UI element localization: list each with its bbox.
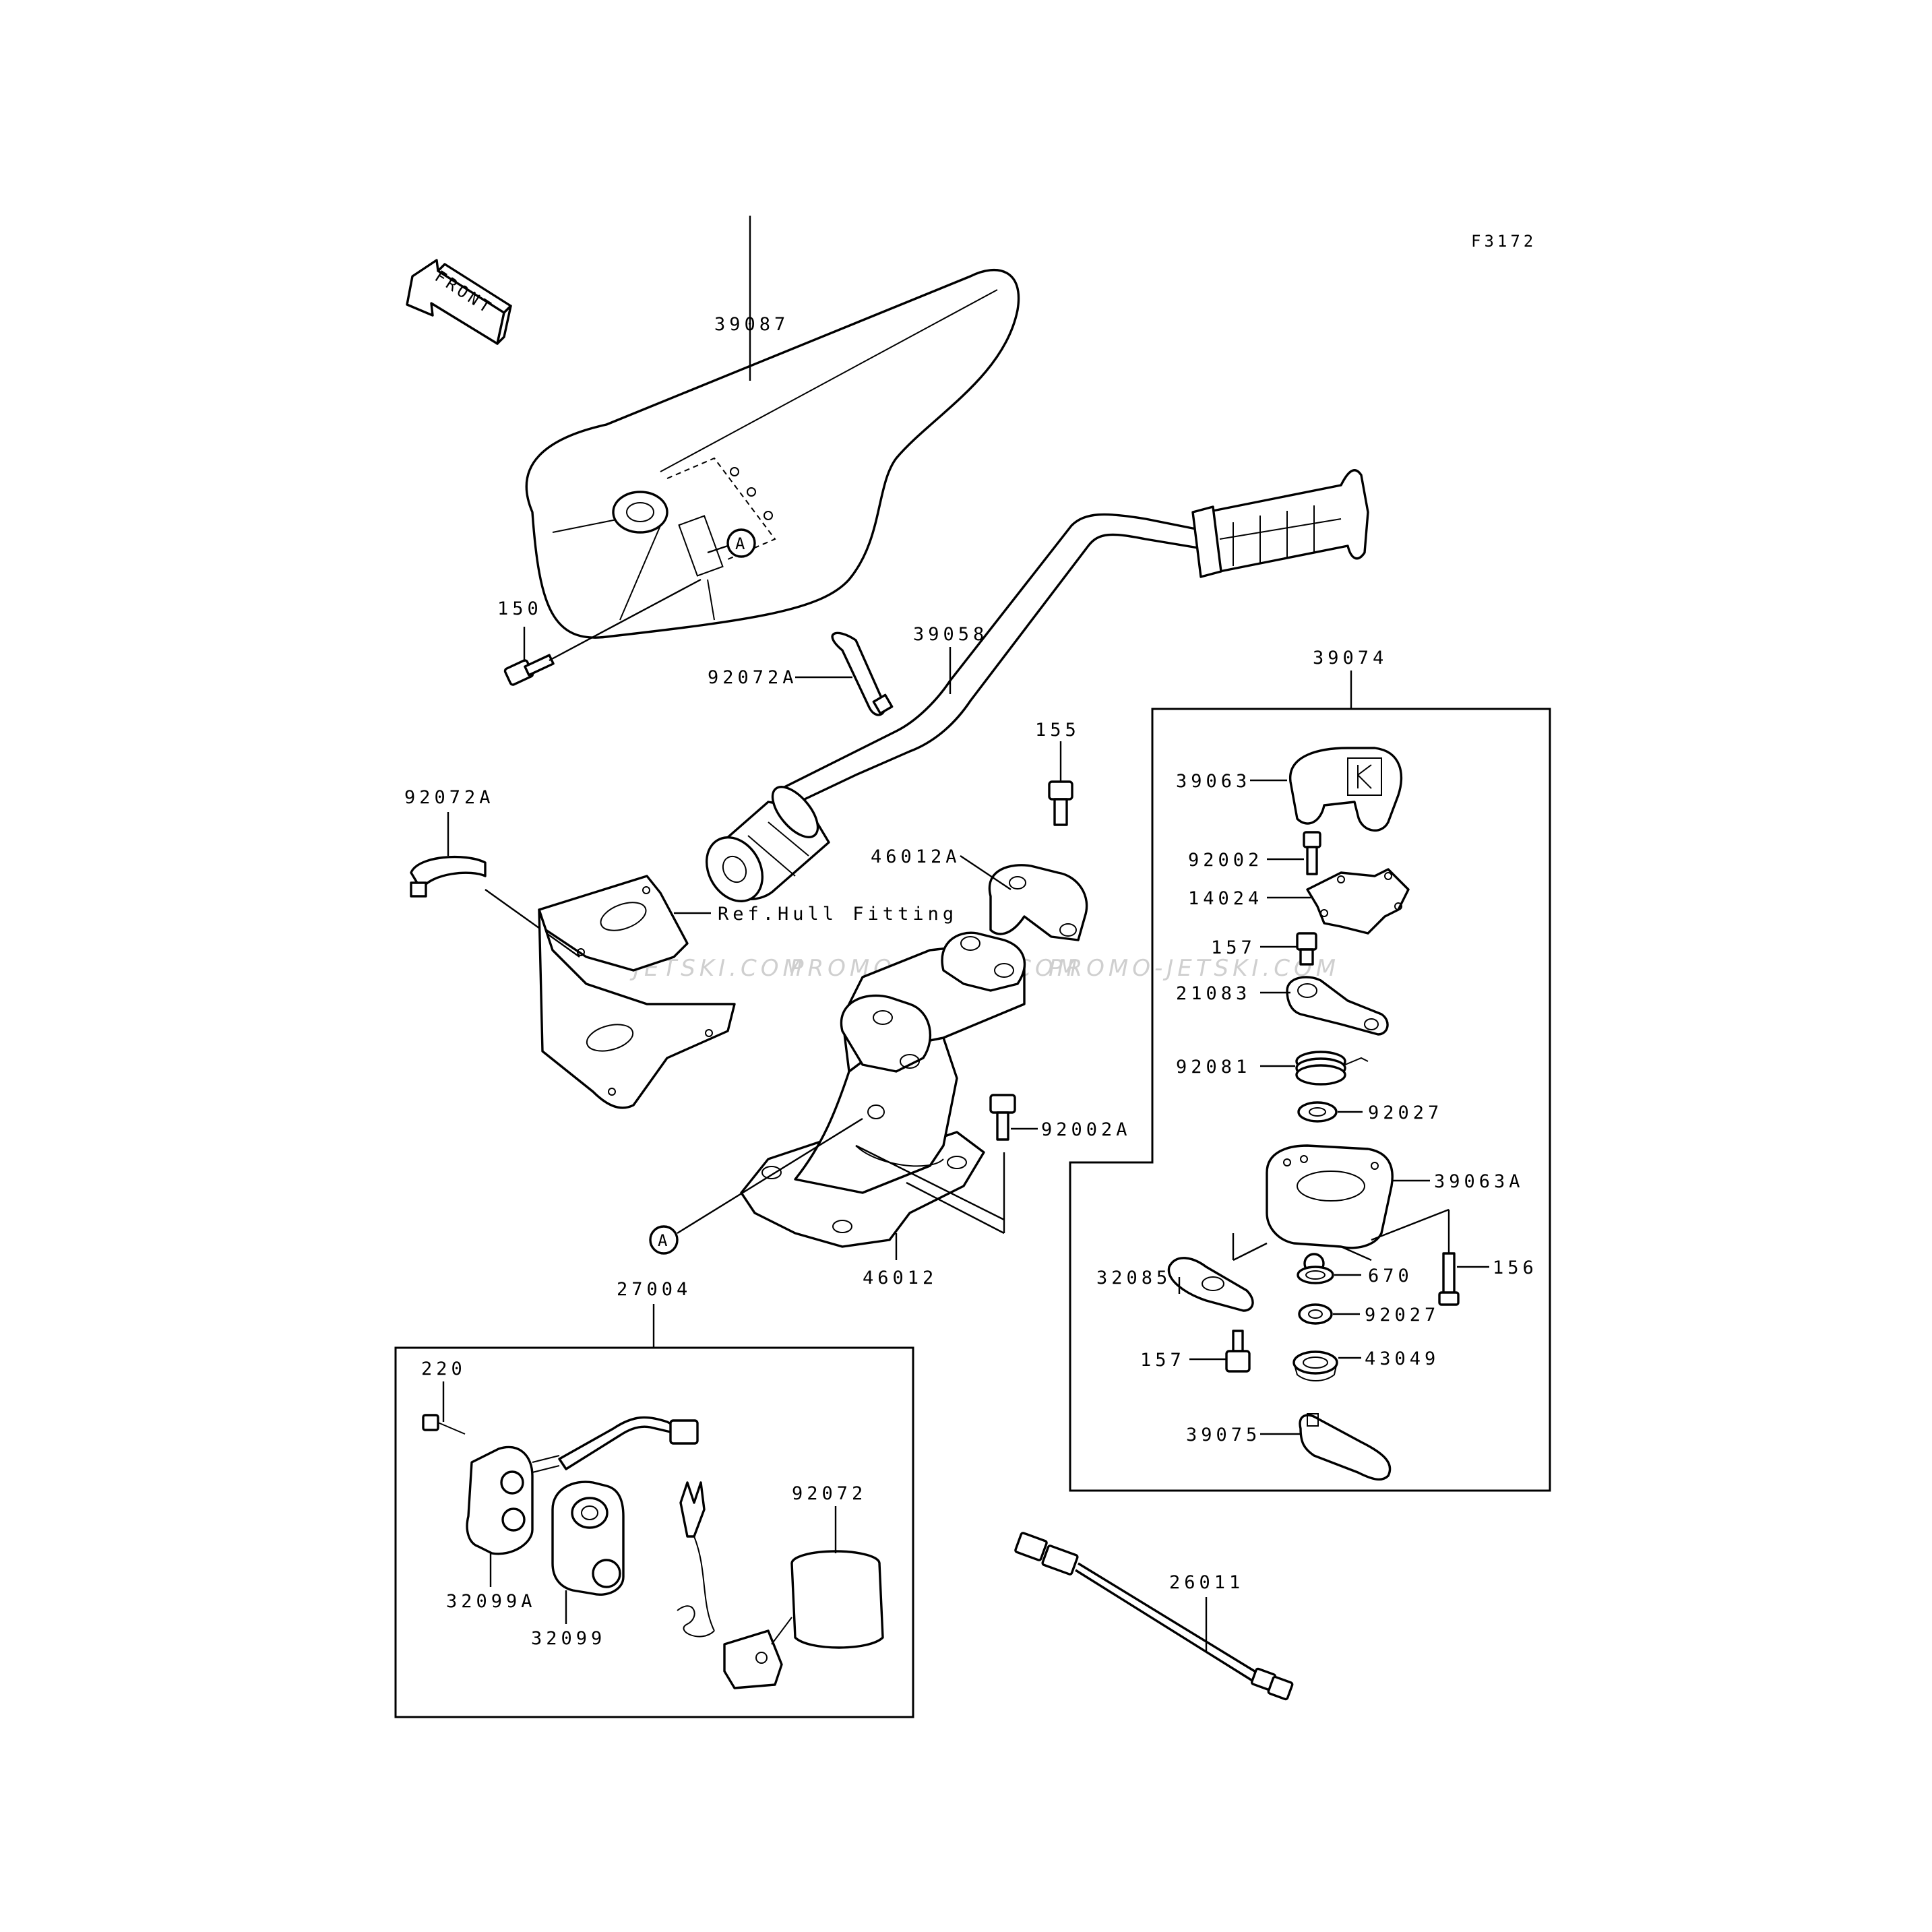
- switch-housing-39063A: [1266, 1144, 1394, 1274]
- label-156: 156: [1493, 1257, 1538, 1278]
- label-39087: 39087: [714, 314, 789, 335]
- bolt-150: [503, 654, 555, 686]
- handlebar-39058: [705, 469, 1369, 902]
- label-92002A: 92002A: [1041, 1119, 1131, 1140]
- figure-code: F3172: [1471, 232, 1536, 251]
- plate-14024: [1306, 868, 1410, 935]
- label-670: 670: [1368, 1266, 1413, 1286]
- kit-box-39074: [1069, 708, 1551, 1492]
- seal-43049: [1292, 1350, 1338, 1381]
- wire-harness: [558, 1416, 699, 1470]
- reference-circle-a-top: [726, 528, 756, 558]
- lever-39075: [1299, 1413, 1392, 1481]
- lever-21083: [1286, 976, 1389, 1036]
- label-14024: 14024: [1188, 888, 1263, 909]
- label-32085: 32085: [1096, 1268, 1171, 1288]
- switch-32099A: [466, 1445, 560, 1555]
- o-ring-670: [1297, 1266, 1334, 1284]
- washer-92027-lower: [1298, 1303, 1333, 1325]
- label-39074: 39074: [1313, 648, 1388, 668]
- reference-circle-a-bottom-label: A: [658, 1231, 671, 1250]
- reference-circle-a-top-label: A: [735, 534, 748, 553]
- label-39063: 39063: [1176, 771, 1251, 792]
- label-39063A: 39063A: [1434, 1171, 1524, 1192]
- label-220: 220: [421, 1359, 466, 1379]
- screw-92002: [1303, 831, 1321, 875]
- label-32099: 32099: [531, 1628, 606, 1649]
- cable-26011: [1014, 1532, 1294, 1701]
- steering-holder-46012: [740, 931, 1026, 1248]
- reference-circle-a-bottom: [649, 1225, 679, 1255]
- svg-text:PROMO-JETSKI.COM: PROMO-JETSKI.COM: [1049, 955, 1340, 982]
- hull-fitting-bracket: [538, 875, 736, 1109]
- label-92027-upper: 92027: [1368, 1102, 1443, 1123]
- label-92081: 92081: [1176, 1057, 1251, 1078]
- screw-156: [1438, 1252, 1460, 1306]
- label-92072A-left: 92072A: [404, 787, 495, 808]
- stop-switch-32099: [551, 1481, 625, 1596]
- label-92002: 92002: [1188, 850, 1263, 871]
- label-32099A: 32099A: [446, 1591, 536, 1612]
- label-92072A-upper: 92072A: [708, 667, 798, 688]
- label-46012: 46012: [863, 1268, 937, 1288]
- bolt-155: [1048, 780, 1073, 826]
- washer-92027-upper: [1297, 1101, 1338, 1123]
- band-92072: [771, 1550, 884, 1649]
- clip-32085: [1167, 1257, 1254, 1312]
- label-92072: 92072: [792, 1483, 867, 1504]
- handlebar-cover: [525, 268, 1020, 639]
- label-39058: 39058: [913, 624, 988, 645]
- band-92072A-left: [410, 855, 487, 898]
- label-150: 150: [497, 598, 542, 619]
- front-arrow-icon: FRONT: [406, 259, 512, 345]
- label-26011: 26011: [1169, 1572, 1244, 1593]
- label-155: 155: [1035, 720, 1080, 741]
- spring-92081: [1295, 1051, 1369, 1086]
- label-157-upper: 157: [1211, 937, 1256, 958]
- label-39075: 39075: [1186, 1425, 1261, 1445]
- label-27004: 27004: [617, 1279, 691, 1300]
- lanyard: [677, 1481, 783, 1689]
- label-92027-lower: 92027: [1365, 1305, 1439, 1326]
- bolt-92002A: [989, 1094, 1016, 1141]
- screw-220: [422, 1414, 466, 1435]
- label-157-lower: 157: [1140, 1350, 1185, 1371]
- label-43049: 43049: [1365, 1348, 1439, 1369]
- clamp-46012A: [988, 864, 1088, 941]
- label-46012A: 46012A: [871, 846, 961, 867]
- screw-157-lower: [1225, 1330, 1251, 1373]
- label-ref-hull-fitting: Ref.Hull Fitting: [718, 904, 958, 925]
- screw-157-upper: [1296, 932, 1317, 966]
- band-92072A-upper: [831, 631, 894, 716]
- label-21083: 21083: [1176, 983, 1251, 1004]
- switch-cover-39063: [1289, 747, 1403, 832]
